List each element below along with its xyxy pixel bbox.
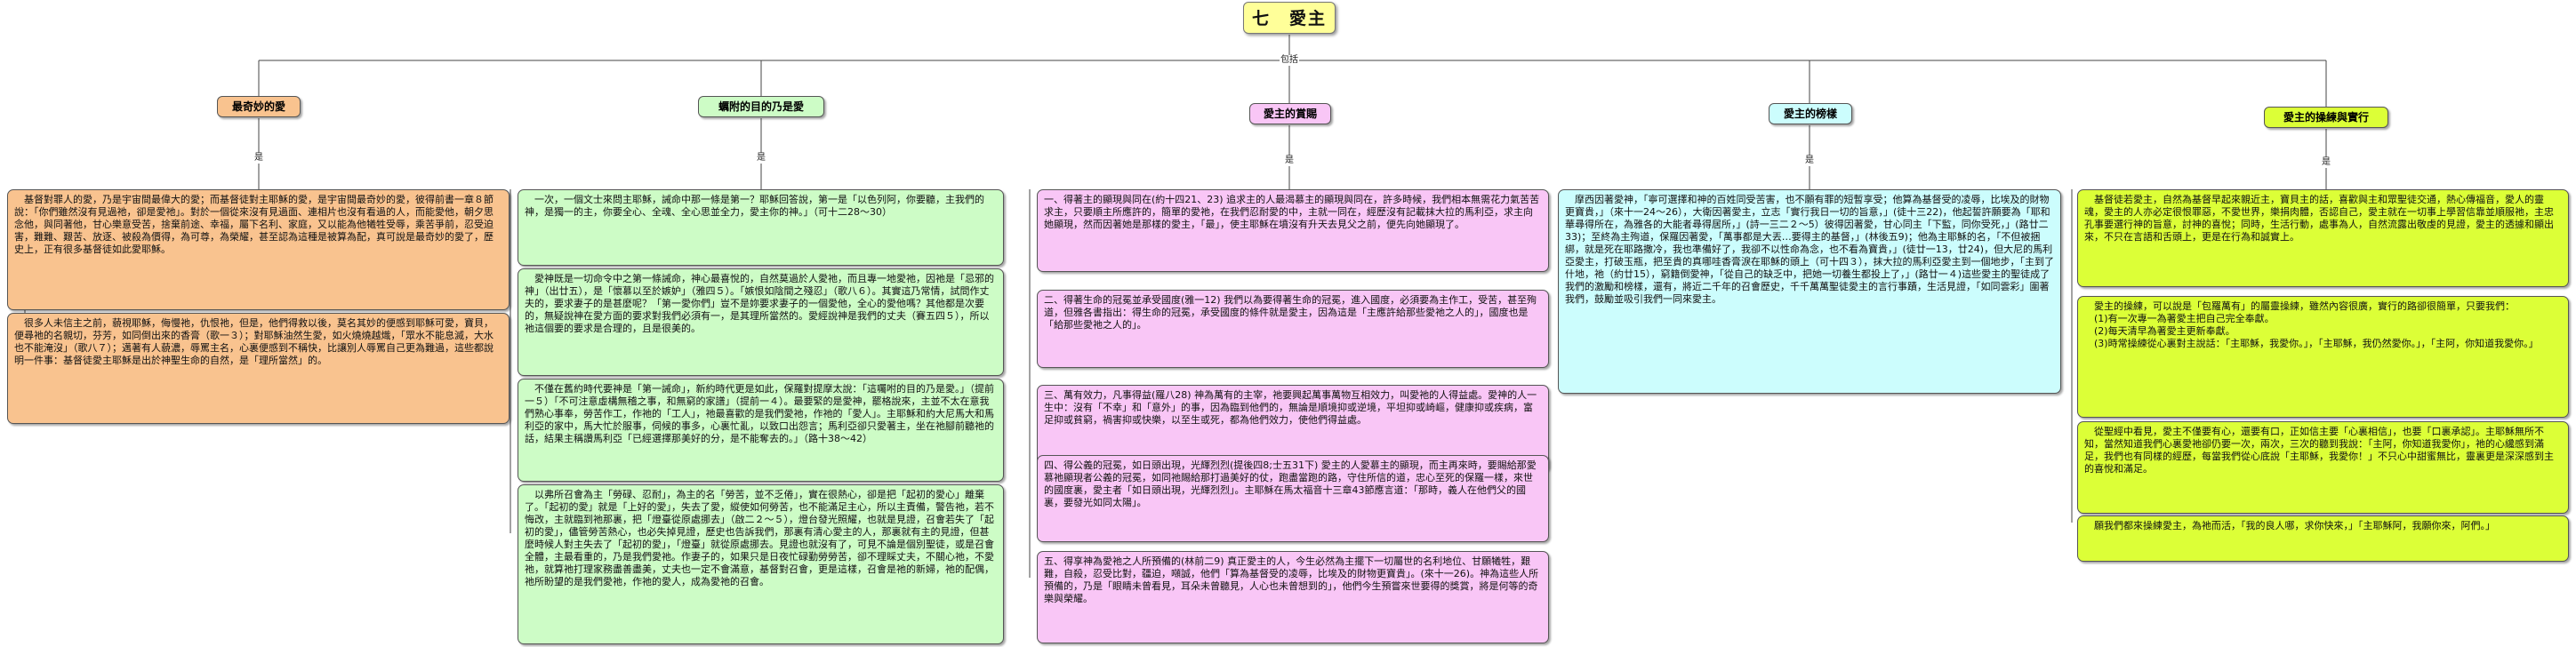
branch-link-label-1: 是 [253,153,264,164]
note-b1-2[interactable]: 很多人未信主之前，藐視耶穌，侮慢祂，仇恨祂，但是，他們得救以後，莫名其妙的便感到… [7,313,510,424]
note-b3-5[interactable]: 五、得享神為愛祂之人所預備的(林前二9) 真正愛主的人，今生必然為主擺下一切屬世… [1037,551,1549,643]
branch-topic-5[interactable]: 愛主的操練與實行 [2264,107,2388,128]
branch-link-label-4: 是 [1804,156,1815,166]
root-link-label: 包括 [1280,55,1299,66]
note-b5-1[interactable]: 基督徒若愛主，自然為基督早起來親近主，寶貝主的話，喜歡與主和眾聖徒交通，熱心傳福… [2077,189,2569,287]
note-b2-4[interactable]: 以弗所召會為主「勞碌、忍耐」，為主的名「勞苦，並不乏倦」，實在很熱心，卻是把「起… [518,484,1004,644]
branch-link-label-5: 是 [2321,157,2331,168]
note-b3-4[interactable]: 四、得公義的冠冕，如日頭出現，光輝烈烈(提後四8;士五31下) 愛主的人愛慕主的… [1037,455,1549,542]
branch-topic-1[interactable]: 最奇妙的愛 [217,96,301,117]
note-b5-2[interactable]: 愛主的操練，可以說是「包羅萬有」的屬靈操練，雖然內容很廣，實行的路卻很簡單，只要… [2077,296,2569,418]
branch-link-label-3: 是 [1284,156,1295,166]
note-b4-1[interactable]: 摩西因著愛神，「寧可選擇和神的百姓同受苦害，也不願有罪的短暫享受；他算為基督受的… [1558,189,2061,394]
branch-topic-2[interactable]: 蠣附的目的乃是愛 [698,96,824,117]
note-b3-2[interactable]: 二、得著生命的冠冕並承受國度(雅一12) 我們以為要得著生命的冠冕，進入國度，必… [1037,290,1549,368]
note-b2-3[interactable]: 不僅在舊約時代要神是「第一誡命」，新約時代更是如此，保羅對提摩太說：「這囑咐的目… [518,379,1004,482]
branch-link-label-2: 是 [756,153,766,164]
root-topic[interactable]: 七 愛主 [1243,2,1336,34]
note-b5-4[interactable]: 願我們都來操練愛主，為祂而活，「我的良人哪，求你快來，」「主耶穌阿，我願你來，阿… [2077,515,2569,562]
branch-topic-4[interactable]: 愛主的榜樣 [1769,103,1852,124]
branch-topic-3[interactable]: 愛主的賞賜 [1249,103,1331,124]
note-b3-1[interactable]: 一、得著主的顯現與同在(約十四21、23) 追求主的人最渴慕主的顯現與同在，許多… [1037,189,1549,272]
note-b5-3[interactable]: 從聖經中看見，愛主不僅要有心，還要有口，正如信主要「心裏相信」，也要「口裏承認」… [2077,421,2569,514]
note-b1-1[interactable]: 基督對罪人的愛，乃是宇宙間最偉大的愛；而基督徒對主耶穌的愛，是宇宙間最奇妙的愛，… [7,189,510,310]
note-b2-2[interactable]: 愛神既是一切命令中之第一條誡命，神心最喜悅的，自然莫過於人愛祂，而且專一地愛祂，… [518,268,1004,376]
note-b2-1[interactable]: 一次，一個文士來問主耶穌，誡命中那一條是第一？耶穌回答說，第一是「以色列阿，你要… [518,189,1004,266]
